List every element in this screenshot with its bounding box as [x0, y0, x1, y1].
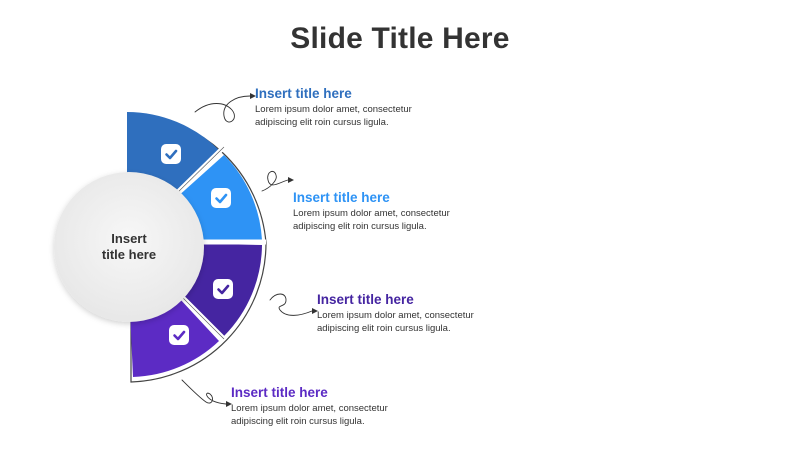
item-4-body: Lorem ipsum dolor amet, consectetur adip…	[231, 403, 491, 428]
check-icon	[211, 188, 231, 208]
center-label: Insert title here	[69, 231, 189, 263]
item-1-body: Lorem ipsum dolor amet, consectetur adip…	[255, 104, 515, 129]
item-2-body: Lorem ipsum dolor amet, consectetur adip…	[293, 208, 553, 233]
check-icon	[161, 144, 181, 164]
item-4-line2: adipiscing elit roin cursus ligula.	[231, 415, 365, 427]
item-1-title: Insert title here	[255, 86, 352, 101]
item-4-title: Insert title here	[231, 385, 328, 400]
item-4: Insert title here Lorem ipsum dolor amet…	[231, 385, 491, 428]
outer-border-bottom	[130, 242, 267, 383]
item-3-body: Lorem ipsum dolor amet, consectetur adip…	[317, 310, 577, 335]
item-1-line1: Lorem ipsum dolor amet, consectetur	[255, 104, 412, 115]
item-4-line1: Lorem ipsum dolor amet, consectetur	[231, 403, 388, 414]
center-label-line1: Insert	[111, 231, 147, 246]
item-1: Insert title here Lorem ipsum dolor amet…	[255, 86, 515, 129]
connector-1	[194, 95, 251, 123]
connector-4	[181, 379, 227, 405]
item-3-title: Insert title here	[317, 292, 414, 307]
item-2-line2: adipiscing elit roin cursus ligula.	[293, 220, 427, 232]
slide-title: Slide Title Here	[290, 22, 510, 55]
connector-2	[261, 170, 289, 192]
item-3-line1: Lorem ipsum dolor amet, consectetur	[317, 310, 474, 321]
item-3: Insert title here Lorem ipsum dolor amet…	[317, 292, 577, 335]
item-2-title: Insert title here	[293, 190, 390, 205]
connector-3	[269, 293, 313, 316]
center-circle	[54, 172, 204, 322]
item-2: Insert title here Lorem ipsum dolor amet…	[293, 190, 553, 233]
item-2-line1: Lorem ipsum dolor amet, consectetur	[293, 208, 450, 219]
check-icon	[213, 279, 233, 299]
item-3-line2: adipiscing elit roin cursus ligula.	[317, 322, 451, 334]
check-icon	[169, 325, 189, 345]
center-label-line2: title here	[101, 247, 157, 262]
item-1-line2: adipiscing elit roin cursus ligula.	[255, 116, 389, 128]
